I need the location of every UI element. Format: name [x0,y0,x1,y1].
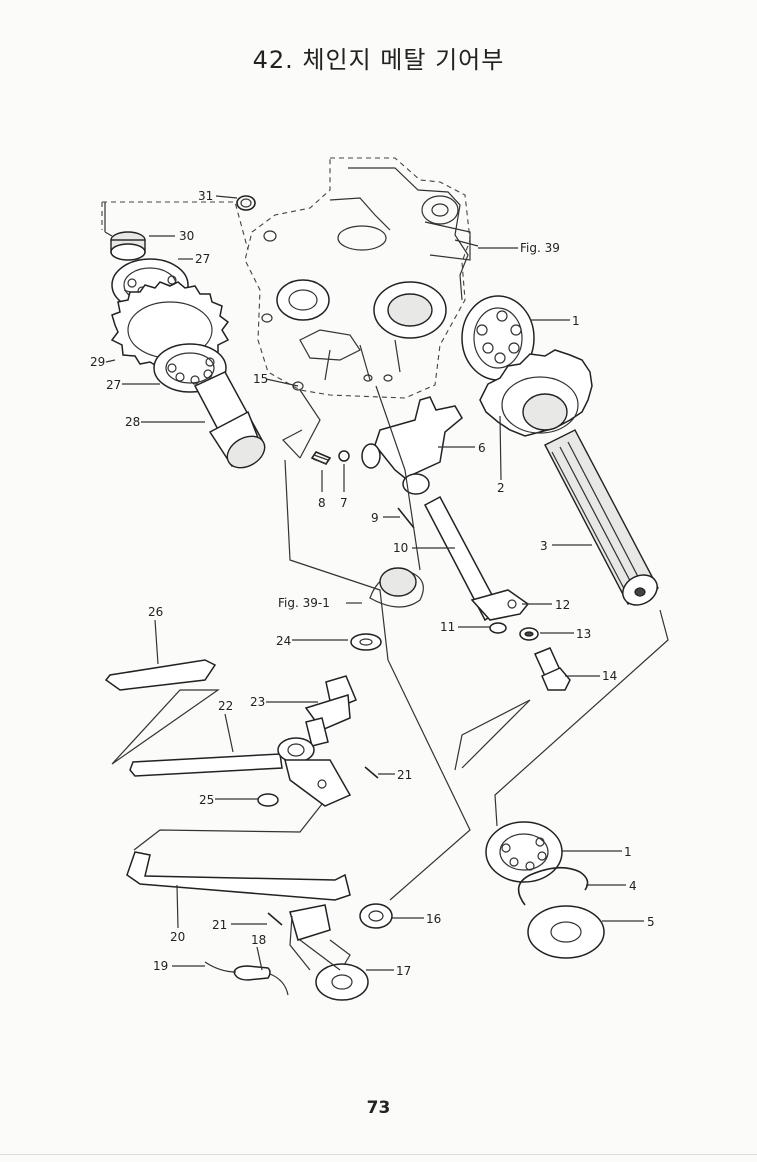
reference-fig39-1: Fig. 39-1 [278,596,330,610]
callout-26: 26 [148,605,163,619]
fasteners [489,622,571,691]
callout-25: 25 [199,793,214,807]
callout-13: 13 [576,627,591,641]
callout-29: 29 [90,355,105,369]
callout-27-lower: 27 [106,378,121,392]
callout-16: 16 [426,912,441,926]
callout-24: 24 [276,634,291,648]
reference-fig39: Fig. 39 [520,241,560,255]
callout-21-lower: 21 [212,918,227,932]
callout-4: 4 [629,879,637,893]
left-shaft [193,371,266,469]
callout-28: 28 [125,415,140,429]
left-gear-assembly [101,201,249,393]
callout-8: 8 [318,496,326,510]
callout-9: 9 [371,511,379,525]
page-bottom-edge [0,1154,757,1155]
callout-1-upper: 1 [572,314,580,328]
callout-30: 30 [179,229,194,243]
callout-27-upper: 27 [195,252,210,266]
shift-lever-assembly [104,567,424,1001]
callout-31: 31 [198,189,213,203]
shift-fork-assembly [310,396,530,622]
callout-23: 23 [250,695,265,709]
callout-2: 2 [497,481,505,495]
page-number: 73 [366,1098,391,1118]
callout-10: 10 [393,541,408,555]
callout-20: 20 [170,930,185,944]
callout-11: 11 [440,620,455,634]
callout-15: 15 [253,372,268,386]
callout-7: 7 [340,496,348,510]
callout-18: 18 [251,933,266,947]
right-gear-assembly [461,295,659,606]
page-title: 42. 체인지 메탈 기어부 [252,46,505,74]
callout-1-lower: 1 [624,845,632,859]
callout-3: 3 [540,539,548,553]
callout-22: 22 [218,699,233,713]
callout-14: 14 [602,669,617,683]
gear-housing [244,157,479,399]
snap-ring-31 [236,195,256,211]
callout-17: 17 [396,964,411,978]
callout-21-upper: 21 [397,768,412,782]
lower-bearing-assembly [485,821,605,959]
callout-6: 6 [478,441,486,455]
callout-5: 5 [647,915,655,929]
callout-12: 12 [555,598,570,612]
callout-19: 19 [153,959,168,973]
leader-lines [104,195,669,971]
